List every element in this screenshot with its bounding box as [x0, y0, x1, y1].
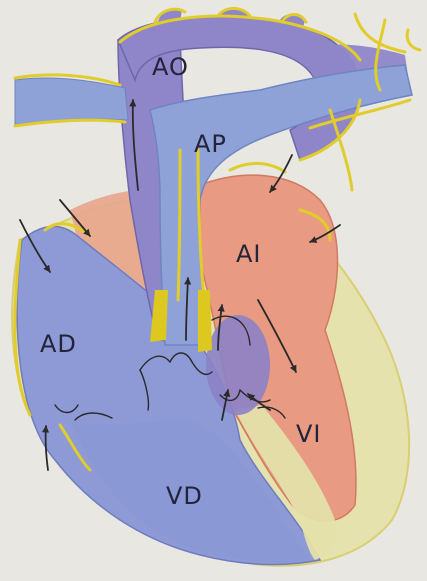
label-pulmonary-artery: AP	[194, 130, 227, 158]
pulmonary-branch-left	[15, 78, 128, 125]
label-aorta: AO	[152, 53, 189, 81]
label-left-ventricle: VI	[296, 420, 322, 448]
label-right-ventricle: VD	[166, 482, 203, 510]
label-left-atrium: AI	[236, 240, 262, 268]
label-right-atrium: AD	[40, 330, 77, 358]
aortic-valve-region	[206, 315, 270, 415]
